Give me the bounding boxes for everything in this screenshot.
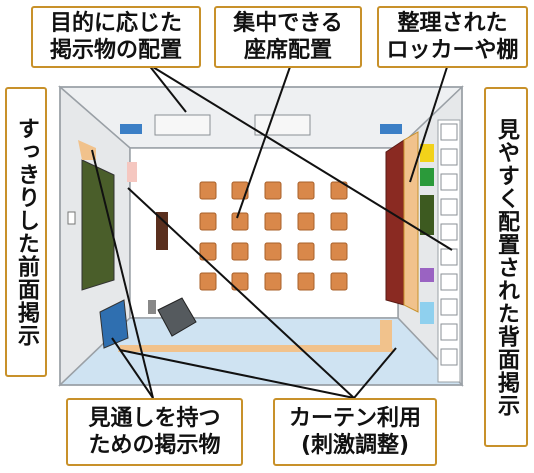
leader-objective-2: [147, 63, 453, 251]
back-notice: [440, 298, 458, 316]
label-easy-back-display: 見やすく配置された背面掲示: [484, 87, 528, 447]
desk-grid: [199, 181, 348, 291]
label-clean-front-display: すっきりした前面掲示: [5, 87, 47, 377]
shelf-yellow: [420, 144, 434, 162]
student-desk: [264, 242, 282, 261]
student-desk: [231, 242, 249, 261]
blackboard-frame: [78, 140, 96, 160]
label-forward-line2: ための掲示物: [88, 433, 221, 458]
leader-objective-1: [147, 63, 187, 113]
student-desk: [231, 181, 249, 200]
back-notice: [440, 273, 458, 291]
leader-forward-1: [91, 149, 154, 399]
student-desk: [199, 272, 217, 291]
label-back-text: 見やすく配置された背面掲示: [494, 117, 519, 417]
shelf-darkgreen: [420, 195, 434, 235]
label-objective-display: 目的に応じた 掲示物の配置: [31, 6, 201, 68]
label-objective-line1: 目的に応じた: [49, 11, 182, 36]
back-notice: [440, 248, 458, 266]
back-notice: [440, 123, 458, 141]
label-objective-line2: 掲示物の配置: [49, 38, 182, 63]
label-forward-looking-display: 見通しを持つ ための掲示物: [66, 398, 243, 466]
wall-switch: [67, 211, 76, 225]
student-desk: [330, 272, 348, 291]
front-wall-items: [67, 140, 168, 349]
label-curtain-line2: (刺激調整): [300, 433, 410, 458]
student-desk: [264, 272, 282, 291]
label-seating-line1: 集中できる: [233, 11, 343, 36]
back-notice: [440, 173, 458, 191]
ceiling-light-left: [154, 114, 211, 136]
student-desk: [297, 272, 315, 291]
leader-lockers: [409, 63, 449, 183]
student-desk: [231, 272, 249, 291]
student-desk: [264, 181, 282, 200]
label-seating-line2: 座席配置: [243, 38, 332, 63]
ceiling-vent-right: [380, 124, 402, 134]
label-concentrated-seating: 集中できる 座席配置: [214, 6, 362, 68]
teacher-desk: [156, 212, 168, 250]
student-desk: [199, 212, 217, 231]
student-desk: [297, 181, 315, 200]
label-lockers-line1: 整理された: [397, 11, 508, 36]
back-notice: [440, 148, 458, 166]
monitor: [157, 297, 197, 337]
teacher-monitor: [148, 297, 197, 337]
curtain-strip-right: [380, 320, 392, 350]
ceiling-light-right: [254, 114, 311, 136]
shelf-purple: [420, 268, 434, 282]
back-notices: [440, 123, 458, 366]
student-desk: [297, 212, 315, 231]
back-notice: [440, 223, 458, 241]
label-curtain-use: カーテン利用 (刺激調整): [273, 398, 437, 466]
schedule-board: [99, 299, 129, 349]
curtain-strip: [118, 345, 395, 352]
leader-forward-2: [111, 337, 154, 399]
leader-seating: [236, 63, 292, 219]
room-outline: [59, 86, 463, 386]
label-lockers-line2: ロッカーや棚: [386, 38, 519, 63]
leader-curtain-2: [119, 349, 355, 399]
student-desk: [330, 212, 348, 231]
shelf-lightblue: [420, 302, 434, 324]
student-desk: [199, 242, 217, 261]
student-desk: [297, 242, 315, 261]
label-front-text: すっきりした前面掲示: [14, 117, 39, 347]
shelf-frame: [403, 131, 419, 313]
monitor-stand: [148, 300, 156, 314]
blackboard: [81, 159, 115, 291]
student-desk: [199, 181, 217, 200]
leader-curtain-3: [353, 347, 397, 399]
student-desk: [264, 212, 282, 231]
ceiling-vent-left: [120, 124, 142, 134]
back-notice: [440, 323, 458, 341]
back-notice: [440, 348, 458, 366]
back-notice: [440, 198, 458, 216]
student-desk: [330, 242, 348, 261]
student-desk: [231, 212, 249, 231]
leader-lines: [91, 63, 453, 399]
label-forward-line1: 見通しを持つ: [88, 406, 221, 431]
shelf-green: [420, 168, 434, 186]
locker-cabinet: [385, 139, 405, 306]
back-wall: [129, 147, 399, 319]
front-notice: [127, 162, 137, 182]
leader-curtain-1: [127, 187, 355, 399]
label-organized-lockers: 整理された ロッカーや棚: [377, 6, 528, 68]
label-curtain-line1: カーテン利用: [288, 406, 421, 431]
